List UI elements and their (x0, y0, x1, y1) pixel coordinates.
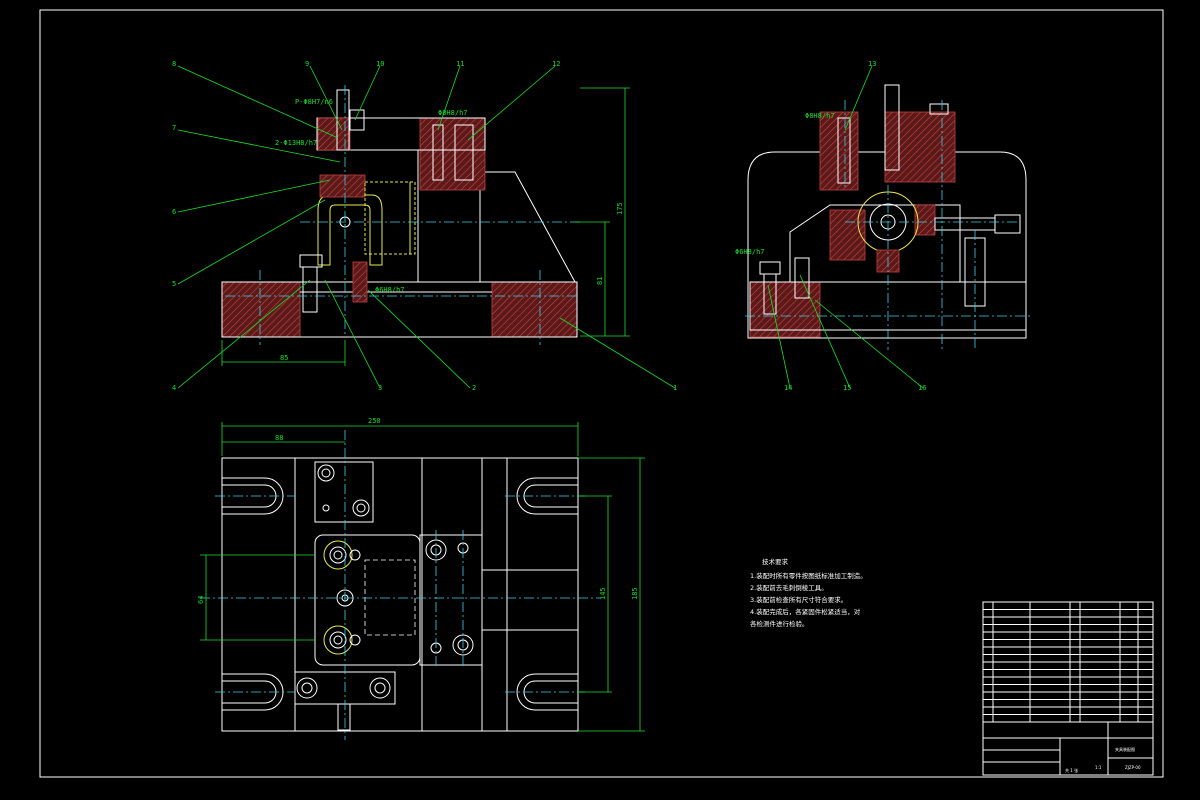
balloon-7: 7 (172, 124, 176, 132)
fit-label-2: 2-Φ13H8/h7 (275, 139, 317, 147)
balloon-11: 11 (456, 60, 464, 68)
base-section-left (221, 281, 301, 338)
side-fit-label-2: Φ6H8/h7 (735, 248, 765, 256)
fit-label-3: Φ8H8/h7 (438, 109, 468, 117)
balloon-12: 12 (552, 60, 560, 68)
drawing-scale: 1:1 (1095, 765, 1102, 770)
dim-plan-w1: 250 (368, 417, 381, 425)
dim-top-h2: 81 (596, 277, 604, 285)
dim-plan-w2: 88 (275, 434, 283, 442)
dim-plan-h2: 145 (599, 587, 607, 600)
balloon-4: 4 (172, 384, 176, 392)
notes-line-3: 3.装配前检查所有尺寸符合要求。 (750, 595, 847, 604)
drawing-sheet: 共 1 张 (1065, 767, 1078, 773)
notes-line-1: 1.装配时所有零件按图纸标准加工制造。 (750, 571, 867, 580)
balloon-5: 5 (172, 280, 176, 288)
dim-top-h1: 175 (616, 202, 624, 215)
drawing-name: 夹具装配图 (1115, 746, 1135, 752)
balloon-9: 9 (305, 60, 309, 68)
balloon-13: 13 (868, 60, 876, 68)
notes-title: 技术要求 (762, 557, 789, 566)
balloon-6: 6 (172, 208, 176, 216)
balloon-1: 1 (673, 384, 677, 392)
balloon-10: 10 (376, 60, 384, 68)
balloon-3: 3 (378, 384, 382, 392)
balloon-14: 14 (784, 384, 792, 392)
balloon-16: 16 (918, 384, 926, 392)
side-view: Φ8H8/h7 Φ6H8/h7 13 14 15 16 (735, 60, 1030, 392)
dim-plan-h1: 64 (197, 596, 205, 604)
fit-label-1: P-Φ8H7/n6 (295, 98, 333, 106)
balloon-8: 8 (172, 60, 176, 68)
side-fit-label-1: Φ8H8/h7 (805, 112, 835, 120)
balloon-2: 2 (472, 384, 476, 392)
front-view: 175 81 85 P-Φ8H7/n6 2-Φ13H8/h7 Φ8H8/h7 Φ… (172, 60, 677, 392)
notes-line-2: 2.装配前去毛刺倒棱工具。 (750, 583, 828, 592)
notes-line-5: 各检测件进行检验。 (750, 619, 809, 628)
plan-view: 250 88 64 145 185 (197, 417, 645, 740)
title-block: 夹具装配图 ZJZP-00 1:1 共 1 张 (982, 601, 1154, 776)
base-section-right (491, 281, 578, 338)
balloon-15: 15 (843, 384, 851, 392)
notes-line-4: 4.装配完成后，各紧固件松紧适当，对 (750, 607, 861, 616)
dim-top-w1: 85 (280, 354, 288, 362)
dim-plan-h3: 185 (631, 587, 639, 600)
technical-notes: 技术要求 1.装配时所有零件按图纸标准加工制造。 2.装配前去毛刺倒棱工具。 3… (750, 557, 867, 628)
drawing-number: ZJZP-00 (1125, 765, 1141, 770)
drawing-border (39, 9, 1164, 778)
fit-label-4: Φ6H8/h7 (375, 286, 405, 294)
